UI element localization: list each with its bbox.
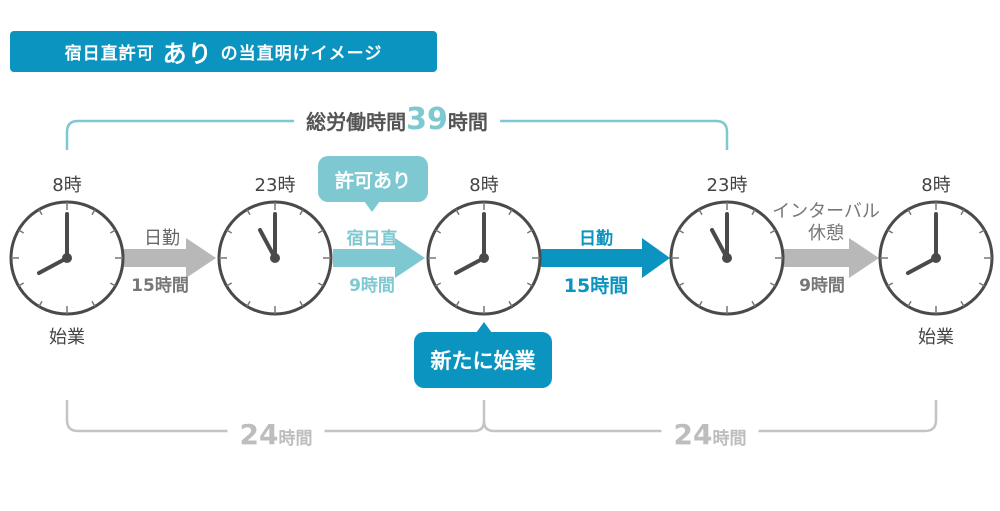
new-start-bubble-tail — [476, 322, 492, 333]
total-hours-value: 39 — [406, 102, 448, 137]
title-suffix: の当直明けイメージ — [220, 44, 383, 64]
segment-4-type: インターバル 休憩 — [772, 201, 880, 244]
segment-1-type: 日勤 — [144, 228, 180, 249]
day-span-2-label: 24時間 — [661, 418, 759, 451]
clock-4-time: 23時 — [706, 175, 748, 196]
clock-1-time: 8時 — [52, 175, 82, 196]
permit-bubble: 許可あり — [318, 156, 428, 202]
segment-1-duration: 15時間 — [131, 276, 189, 296]
title-bar: 宿日直許可 あり の当直明けイメージ — [10, 31, 437, 72]
title-prefix: 宿日直許可 — [64, 44, 155, 64]
clock-1-caption: 始業 — [49, 327, 85, 348]
clock-5-caption: 始業 — [918, 327, 954, 348]
clock-2-time: 23時 — [254, 175, 296, 196]
clock-3-time: 8時 — [469, 175, 499, 196]
total-hours-label: 総労働時間39時間 — [294, 102, 500, 137]
clock-icon — [426, 200, 542, 316]
segment-3-duration: 15時間 — [563, 275, 629, 297]
arrow-night-duty — [333, 238, 425, 278]
segment-3-type: 日勤 — [579, 229, 613, 249]
day-span-bracket-2 — [482, 400, 938, 433]
segment-2-duration: 9時間 — [349, 276, 395, 296]
clock-icon — [669, 200, 785, 316]
arrow-day-shift-1 — [124, 238, 216, 278]
title-emphasis: あり — [162, 40, 213, 68]
segment-2-type: 宿日直 — [346, 229, 398, 249]
new-start-bubble: 新たに始業 — [414, 332, 552, 388]
segment-4-duration: 9時間 — [799, 276, 845, 296]
day-span-1-label: 24時間 — [227, 418, 325, 451]
arrow-interval-rest — [784, 238, 879, 278]
arrow-day-shift-2 — [541, 238, 670, 278]
clock-icon — [217, 200, 333, 316]
clock-5-time: 8時 — [921, 175, 951, 196]
clock-icon — [878, 200, 994, 316]
clock-icon — [9, 200, 125, 316]
permit-bubble-tail — [364, 201, 380, 212]
